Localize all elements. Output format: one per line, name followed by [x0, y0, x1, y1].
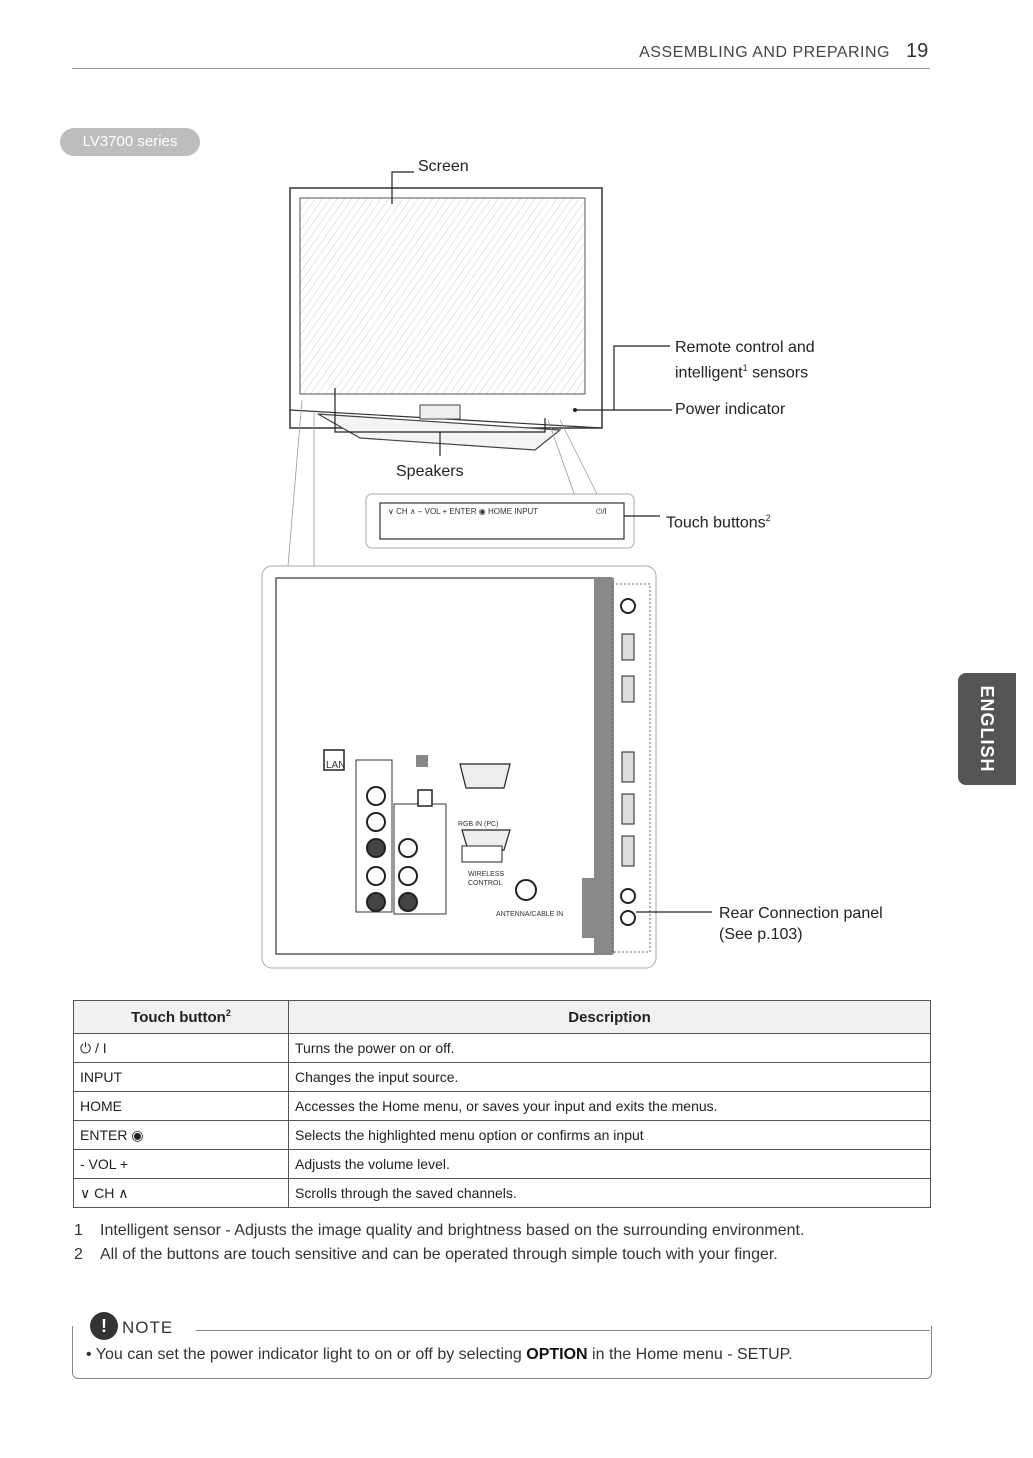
- footnote-number: 1: [74, 1222, 83, 1239]
- table-row: ENTER ◉Selects the highlighted menu opti…: [73, 1120, 931, 1150]
- note-text-before: You can set the power indicator light to…: [95, 1346, 527, 1363]
- callout-touch-buttons: Touch buttons2: [666, 508, 771, 533]
- note-text: • You can set the power indicator light …: [86, 1346, 793, 1364]
- section-title: ASSEMBLING AND PREPARING: [639, 44, 890, 61]
- callout-remote-text-b: sensors: [747, 364, 809, 382]
- callout-rear-line2: (See p.103): [719, 926, 803, 943]
- description-cell: Selects the highlighted menu option or c…: [288, 1120, 931, 1150]
- footnote-text: All of the buttons are touch sensitive a…: [100, 1246, 778, 1263]
- callout-remote-text-a: intelligent: [675, 364, 743, 382]
- note-option-keyword: OPTION: [526, 1346, 588, 1363]
- callout-touch-text: Touch buttons: [666, 514, 766, 532]
- button-cell: ⏻ / I: [73, 1033, 289, 1063]
- table-header-row: Touch button2 Description: [73, 1000, 931, 1034]
- touch-button-strip: [365, 493, 660, 549]
- control-label: CONTROL: [468, 880, 502, 887]
- rgb-in-label: RGB IN (PC): [458, 821, 498, 828]
- callout-touch-sup: 2: [765, 513, 771, 523]
- series-badge: LV3700 series: [60, 128, 200, 156]
- header-touch-button: Touch button2: [73, 1000, 289, 1034]
- footnote-text: Intelligent sensor - Adjusts the image q…: [100, 1222, 805, 1239]
- button-cell: HOME: [73, 1091, 289, 1121]
- description-cell: Accesses the Home menu, or saves your in…: [288, 1091, 931, 1121]
- description-cell: Scrolls through the saved channels.: [288, 1178, 931, 1208]
- callout-rear-line1: Rear Connection panel: [719, 905, 883, 922]
- lan-label: LAN: [326, 760, 345, 771]
- note-text-after: in the Home menu - SETUP.: [587, 1346, 793, 1363]
- table-row: - VOL +Adjusts the volume level.: [73, 1149, 931, 1179]
- button-cell: INPUT: [73, 1062, 289, 1092]
- callout-remote-line2: intelligent1 sensors: [675, 358, 808, 383]
- description-cell: Turns the power on or off.: [288, 1033, 931, 1063]
- header-divider: [72, 68, 930, 69]
- footnote-number: 2: [74, 1246, 83, 1263]
- touch-strip-labels: ∨ CH ∧ – VOL + ENTER ◉ HOME INPUT: [388, 507, 538, 516]
- page-number: 19: [906, 40, 929, 62]
- footnote-2: 2 All of the buttons are touch sensitive …: [74, 1246, 934, 1264]
- callout-screen: Screen: [418, 158, 469, 175]
- note-divider: [196, 1330, 930, 1331]
- callout-remote-sup: 1: [742, 363, 748, 373]
- rear-panel: [261, 565, 712, 969]
- wireless-label: WIRELESS: [468, 871, 505, 878]
- exclamation-icon: !: [90, 1312, 118, 1340]
- language-tab-label: ENGLISH: [977, 685, 997, 773]
- touch-strip-power: ⏻/I: [596, 507, 607, 516]
- note-box: [72, 1326, 932, 1379]
- button-cell: ∨ CH ∧: [73, 1178, 289, 1208]
- callout-remote-line1: Remote control and: [675, 339, 815, 356]
- button-cell: - VOL +: [73, 1149, 289, 1179]
- footnote-1: 1 Intelligent sensor - Adjusts the image …: [74, 1222, 934, 1240]
- note-bullet: •: [86, 1346, 92, 1363]
- callout-power-indicator: Power indicator: [675, 401, 786, 418]
- description-cell: Adjusts the volume level.: [288, 1149, 931, 1179]
- description-cell: Changes the input source.: [288, 1062, 931, 1092]
- header-description: Description: [288, 1000, 931, 1034]
- button-cell: ENTER ◉: [73, 1120, 289, 1150]
- antenna-label: ANTENNA/CABLE IN: [496, 911, 563, 918]
- language-tab: ENGLISH: [958, 673, 1016, 785]
- callout-speakers: Speakers: [396, 463, 464, 480]
- table-row: ∨ CH ∧Scrolls through the saved channels…: [73, 1178, 931, 1208]
- tv-front: [287, 171, 672, 567]
- tv-diagram: LAN WIRELESS CONTROL ANTENNA/CABLE IN RG…: [261, 171, 712, 969]
